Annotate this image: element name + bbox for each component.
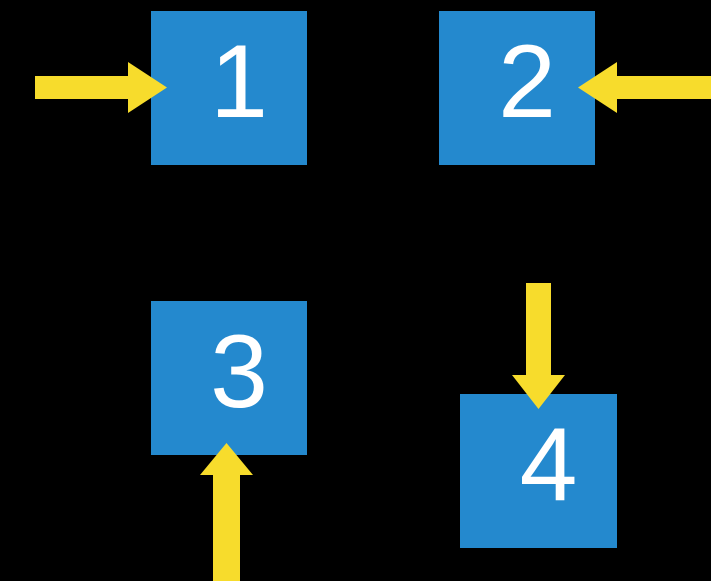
box-4-label: 4 (519, 407, 578, 523)
box-2-label: 2 (498, 24, 556, 140)
box-3-label: 3 (210, 314, 268, 430)
arrow-down-into-box-4 (512, 283, 565, 409)
box-1[interactable]: 1 (151, 11, 307, 165)
box-3[interactable]: 3 (151, 301, 307, 455)
box-4[interactable]: 4 (460, 394, 617, 548)
arrow-right-into-box-1 (35, 62, 167, 113)
arrow-left-into-box-2 (578, 62, 711, 113)
arrow-up-into-box-3 (200, 443, 253, 581)
box-1-label: 1 (210, 24, 268, 140)
box-2[interactable]: 2 (439, 11, 595, 165)
